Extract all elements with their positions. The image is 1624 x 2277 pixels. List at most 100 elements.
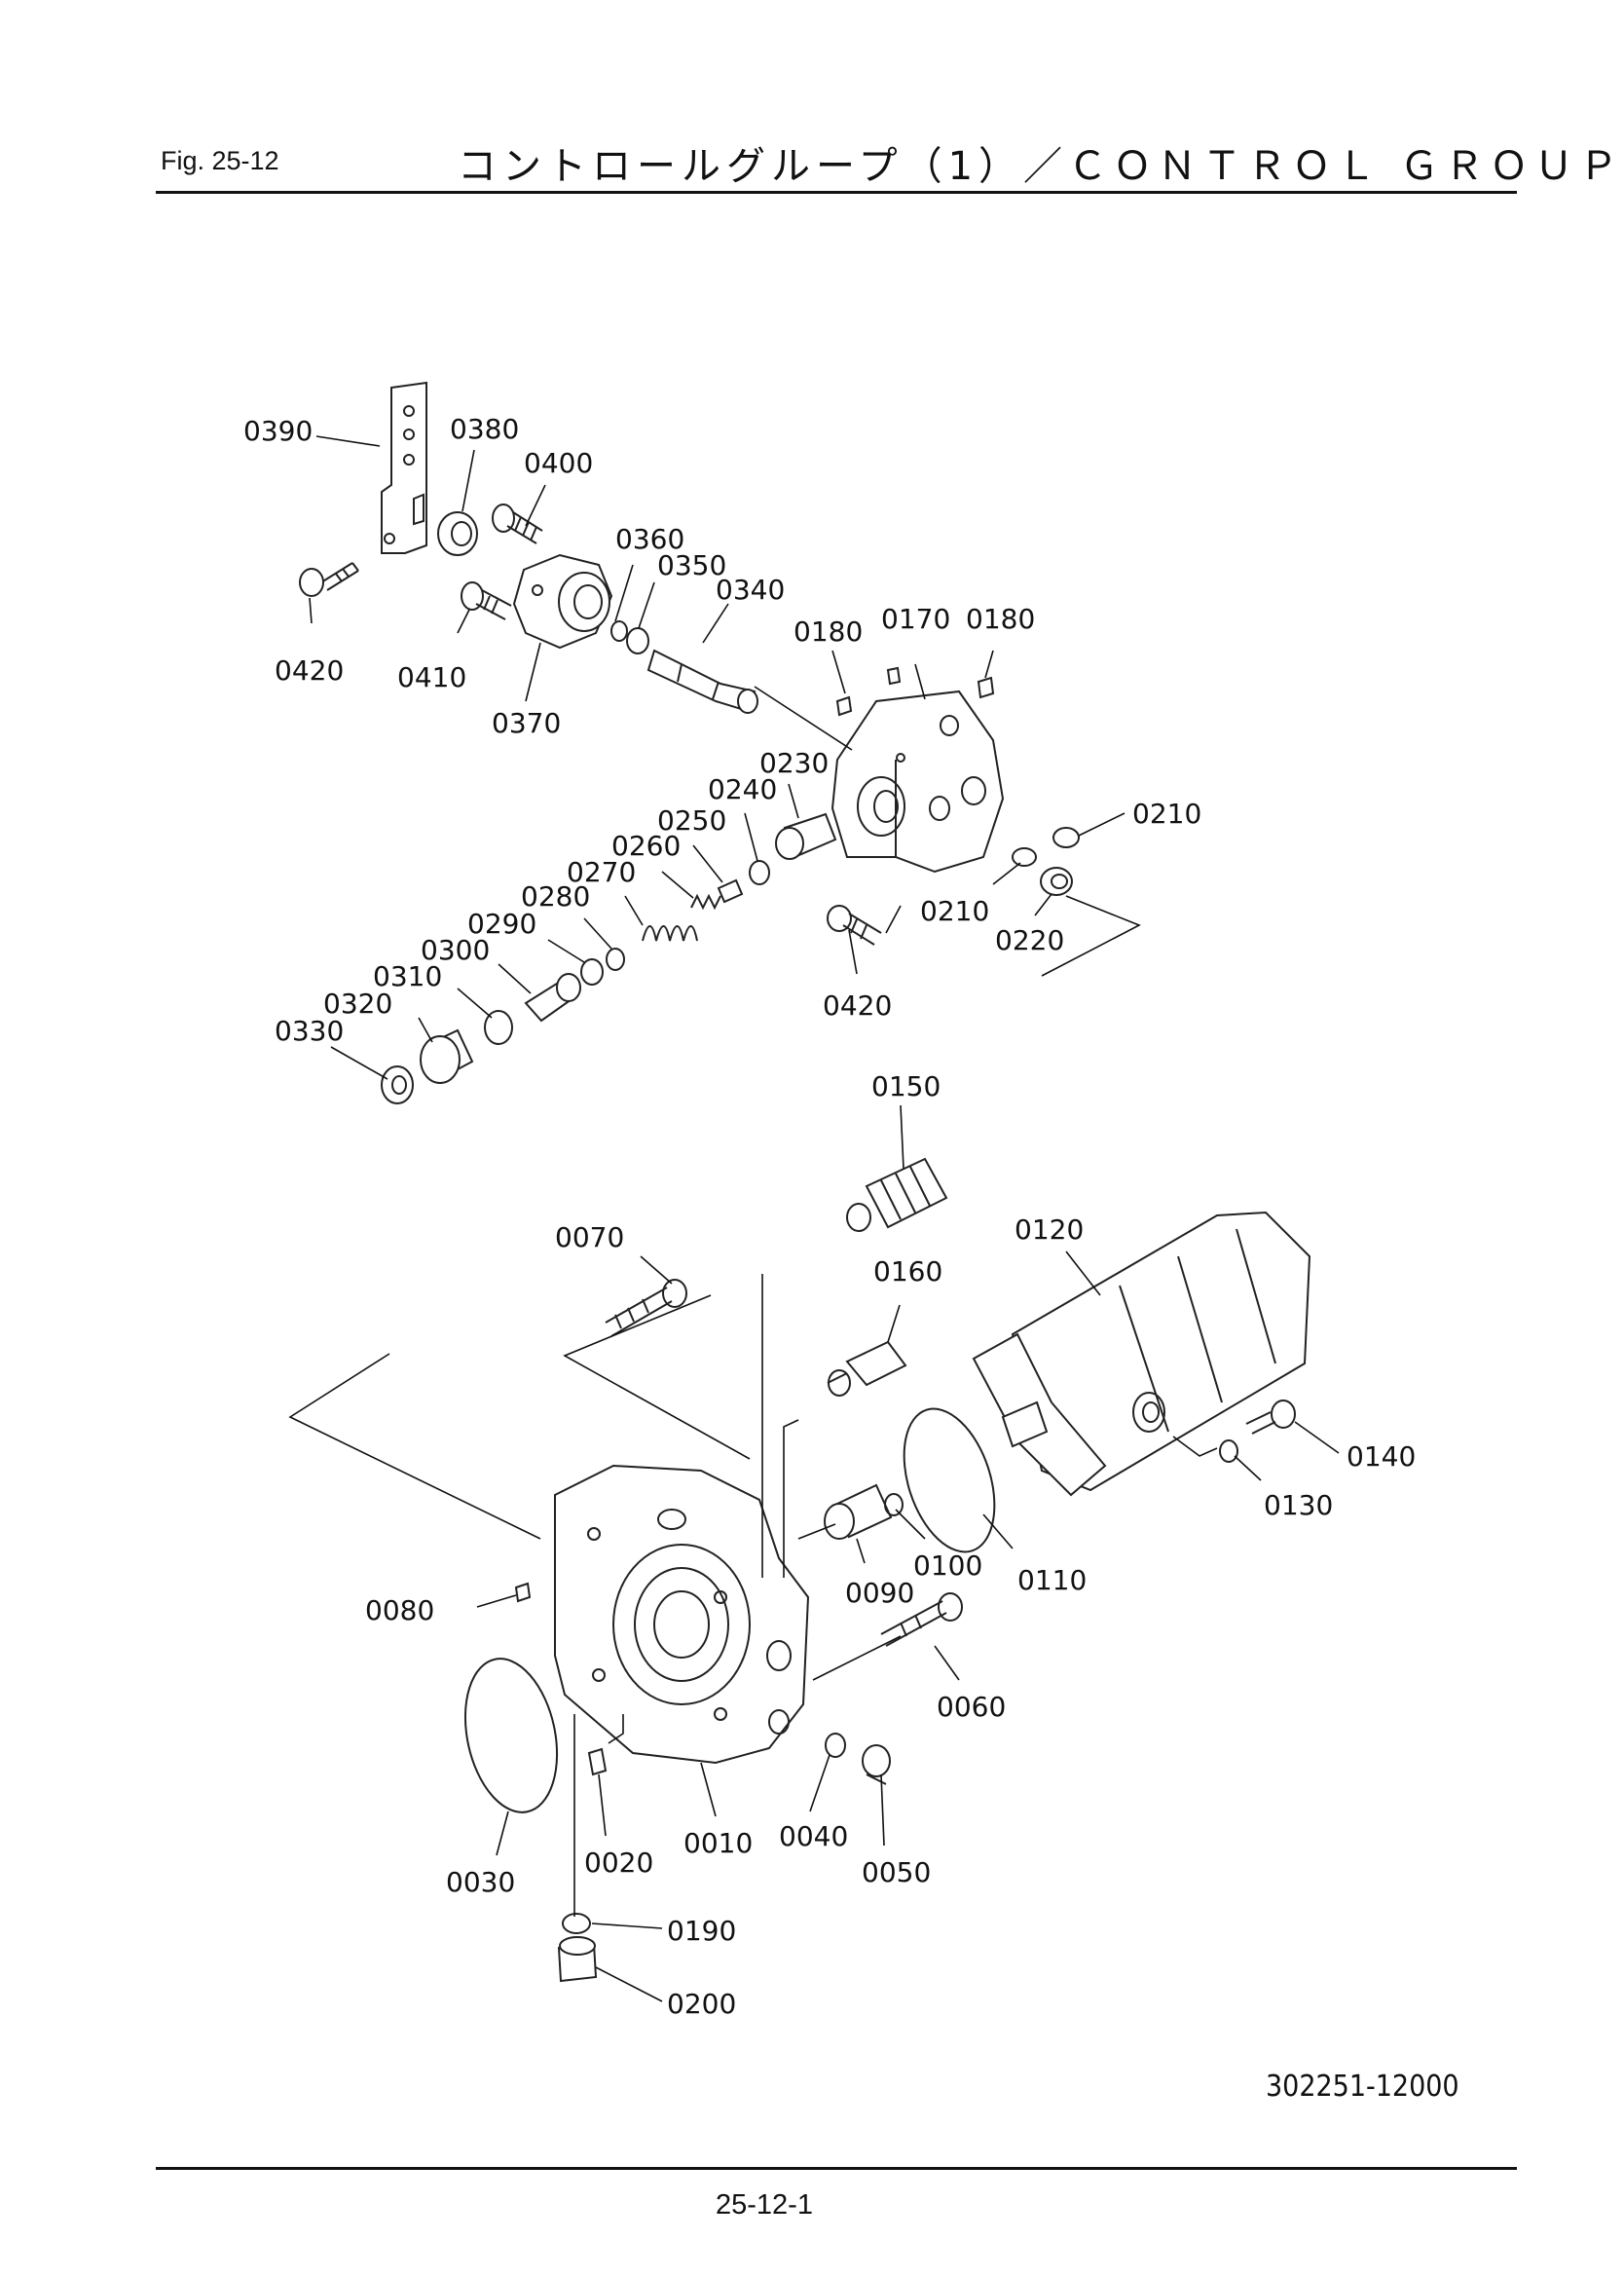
cap-0320	[420, 1028, 474, 1084]
oring-0210-right	[1052, 827, 1080, 848]
part-label-0340: 0340	[716, 574, 785, 606]
part-label-0030: 0030	[446, 1866, 515, 1898]
part-label-0110: 0110	[1017, 1564, 1087, 1596]
oring-0110	[903, 1407, 996, 1553]
part-label-0250: 0250	[657, 804, 726, 837]
part-label-0320: 0320	[323, 988, 392, 1020]
plug-0180-center	[886, 666, 902, 686]
part-label-0420-upper: 0420	[275, 654, 344, 687]
seal-0380	[437, 511, 478, 556]
part-label-0210-lower: 0210	[920, 895, 989, 927]
sleeve-0230	[775, 812, 837, 860]
plug-0080	[514, 1582, 532, 1603]
plug-0220	[1040, 867, 1073, 896]
oring-0210-lower	[1012, 847, 1037, 867]
part-label-0190: 0190	[667, 1915, 736, 1947]
part-label-0280: 0280	[521, 880, 590, 913]
part-label-0050: 0050	[862, 1856, 931, 1888]
spring-0260	[690, 893, 721, 911]
pin-0020	[587, 1747, 608, 1776]
flange-0370	[512, 553, 613, 650]
bolt-0410	[461, 581, 512, 620]
part-label-0010: 0010	[683, 1827, 753, 1859]
part-label-0310: 0310	[373, 960, 442, 992]
part-label-0230: 0230	[759, 747, 829, 779]
footer-rule	[156, 2167, 1517, 2170]
part-label-0260: 0260	[611, 830, 681, 862]
part-label-0300: 0300	[421, 934, 490, 966]
plug-0050	[862, 1744, 891, 1785]
part-label-0290: 0290	[467, 908, 536, 940]
page-number: 25-12-1	[716, 2189, 813, 2221]
part-label-0140: 0140	[1347, 1440, 1416, 1473]
ring-0240	[749, 860, 770, 885]
part-label-0170: 0170	[881, 603, 950, 635]
part-label-0220: 0220	[995, 924, 1064, 956]
oring-0030	[463, 1658, 559, 1813]
part-label-0400: 0400	[524, 447, 593, 479]
part-label-0350: 0350	[657, 549, 726, 581]
washer-0130	[1219, 1439, 1238, 1463]
part-label-0360: 0360	[615, 523, 684, 555]
plug-0180-left	[835, 695, 853, 717]
page-title: コントロールグループ（1）／ＣＯＮＴＲＯＬ ＧＲＯＵＰ	[458, 144, 1624, 189]
bolt-0140	[1245, 1400, 1296, 1435]
washer-0280	[606, 948, 625, 971]
part-label-0180-right: 0180	[966, 603, 1035, 635]
valve-0160	[827, 1340, 907, 1397]
part-label-0130: 0130	[1264, 1489, 1333, 1521]
oring-0040	[825, 1733, 846, 1758]
part-label-0410: 0410	[397, 661, 466, 693]
part-label-0160: 0160	[873, 1255, 942, 1288]
part-label-0240: 0240	[708, 773, 777, 805]
part-label-0390: 0390	[243, 415, 313, 447]
oring-0290	[580, 958, 604, 986]
gear-pump-0120	[972, 1211, 1311, 1497]
part-label-0380: 0380	[450, 413, 519, 445]
bolt-0060	[880, 1592, 963, 1647]
cartridge-0150	[846, 1157, 948, 1232]
part-label-0420-lower: 0420	[823, 989, 892, 1022]
lever-plate-0390	[381, 381, 427, 554]
spool-0340	[646, 649, 758, 714]
part-label-0060: 0060	[937, 1691, 1006, 1723]
part-label-0210-right: 0210	[1132, 798, 1201, 830]
figure-number: Fig. 25-12	[161, 146, 279, 175]
header-rule	[156, 191, 1517, 194]
spring-0270	[642, 925, 698, 942]
nut-0330	[381, 1065, 414, 1104]
part-label-0270: 0270	[567, 856, 636, 888]
bolt-0420-lower	[827, 905, 882, 946]
oring-0190	[562, 1913, 591, 1934]
part-label-0090: 0090	[845, 1577, 914, 1609]
valve-body-0170	[830, 690, 1005, 874]
housing-0010	[554, 1464, 810, 1765]
part-label-0040: 0040	[779, 1820, 848, 1852]
drawing-code: 302251-12000	[1266, 2070, 1459, 2104]
part-label-0120: 0120	[1015, 1213, 1084, 1246]
part-label-0330: 0330	[275, 1015, 344, 1047]
part-label-0180-left: 0180	[794, 616, 863, 648]
bolt-0420-upper	[299, 562, 359, 597]
part-label-0100: 0100	[913, 1549, 982, 1582]
bolt-0400	[492, 504, 543, 544]
adjust-screw-0300	[524, 973, 581, 1023]
plug-0180-right	[977, 676, 995, 699]
part-label-0200: 0200	[667, 1988, 736, 2020]
plug-0200	[557, 1936, 598, 1983]
leader-lines	[288, 435, 1340, 2002]
part-label-0020: 0020	[584, 1847, 653, 1879]
ring-0100	[884, 1493, 904, 1516]
part-label-0150: 0150	[871, 1070, 941, 1102]
part-labels: 0390 0380 0400 0360 0350 0340 0180 0170 …	[243, 413, 1416, 2020]
poppet-0250	[717, 878, 744, 904]
collar-0090	[824, 1483, 893, 1540]
part-label-0370: 0370	[492, 707, 561, 739]
bolt-0070	[605, 1279, 687, 1337]
part-label-0070: 0070	[555, 1221, 624, 1253]
oring-0360	[610, 620, 628, 642]
oring-0350	[626, 627, 649, 654]
oring-0310	[484, 1010, 513, 1045]
part-label-0080: 0080	[365, 1594, 434, 1626]
